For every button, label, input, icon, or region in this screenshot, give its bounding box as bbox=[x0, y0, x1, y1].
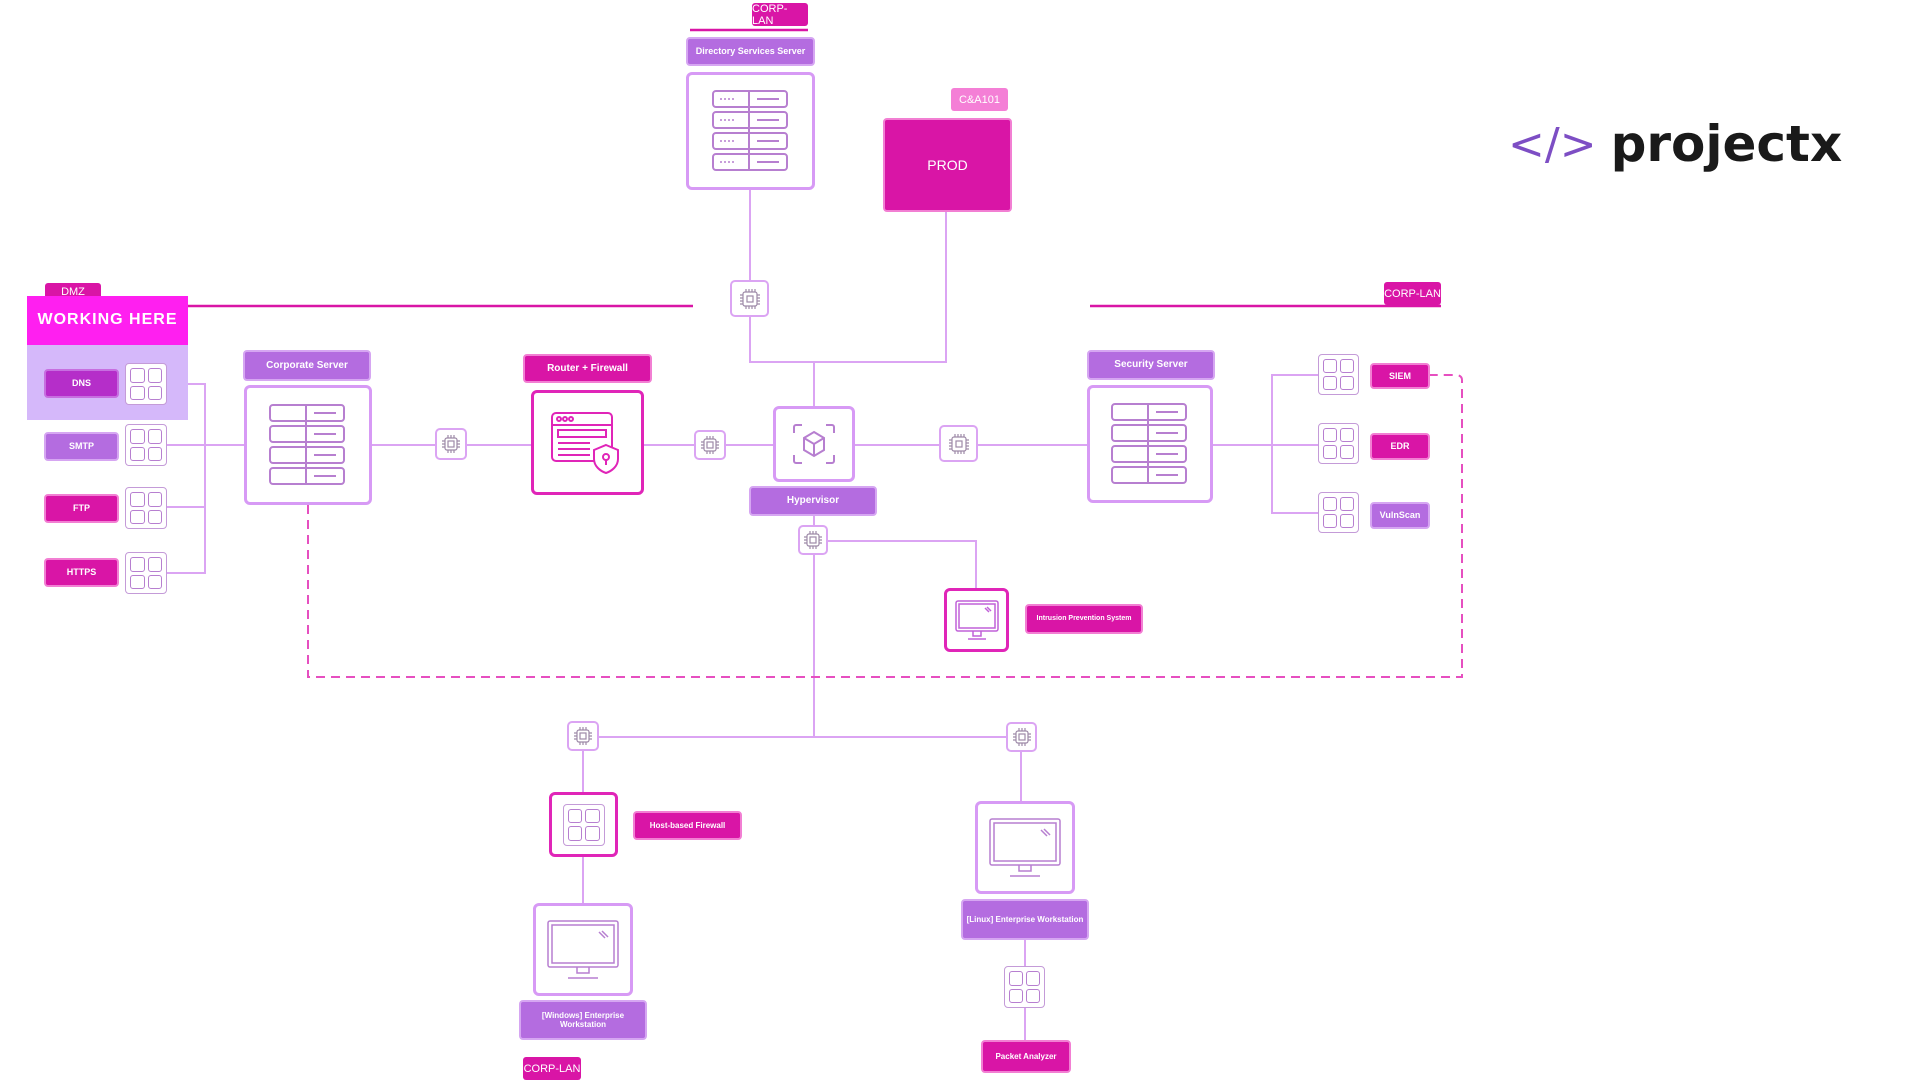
app-grid-icon bbox=[1318, 423, 1359, 464]
cube-icon bbox=[793, 424, 835, 464]
network-chip-router[interactable] bbox=[694, 430, 726, 460]
browser-shield-icon bbox=[550, 411, 619, 474]
directory-services-server[interactable] bbox=[686, 72, 815, 190]
security-server-label: Security Server bbox=[1087, 350, 1215, 380]
corp-lan-tag-bottom: CORP-LAN bbox=[523, 1057, 581, 1080]
server-rack-icon bbox=[269, 404, 345, 485]
chip-icon bbox=[739, 288, 760, 309]
dashed-monitoring-link bbox=[307, 374, 1463, 678]
working-here-banner: WORKING HERE bbox=[27, 296, 188, 345]
security-server[interactable] bbox=[1087, 385, 1213, 503]
dns-service[interactable]: DNS bbox=[44, 369, 119, 398]
corp-lan-tag-top: CORP-LAN bbox=[752, 3, 808, 27]
directory-services-label: Directory Services Server bbox=[686, 37, 815, 66]
app-grid-icon bbox=[562, 803, 605, 846]
app-grid-icon bbox=[1318, 354, 1359, 395]
edr-tool[interactable]: EDR bbox=[1370, 433, 1430, 460]
windows-workstation-label: [Windows] Enterprise Workstation bbox=[519, 1000, 647, 1040]
code-brackets-icon: </> bbox=[1508, 118, 1597, 170]
chip-icon bbox=[574, 727, 592, 745]
server-rack-icon bbox=[711, 90, 788, 171]
siem-tool[interactable]: SIEM bbox=[1370, 363, 1430, 389]
smtp-service[interactable]: SMTP bbox=[44, 432, 119, 461]
hypervisor-label: Hypervisor bbox=[749, 486, 877, 516]
app-grid-icon bbox=[125, 424, 167, 466]
network-chip-directory[interactable] bbox=[730, 280, 769, 317]
intrusion-prevention-system[interactable] bbox=[944, 588, 1009, 652]
chip-icon bbox=[948, 433, 969, 454]
network-chip-windows[interactable] bbox=[567, 721, 599, 751]
network-chip-hypervisor[interactable] bbox=[798, 525, 828, 555]
corporate-server[interactable] bbox=[244, 385, 372, 505]
https-service[interactable]: HTTPS bbox=[44, 558, 119, 587]
network-chip-corporate[interactable] bbox=[435, 428, 467, 460]
link-chip-ips bbox=[828, 540, 977, 588]
logo-text: projectx bbox=[1610, 115, 1843, 173]
corp-lan-tag-right: CORP-LAN bbox=[1384, 282, 1441, 305]
ips-label: Intrusion Prevention System bbox=[1025, 604, 1143, 634]
vulnscan-tool[interactable]: VulnScan bbox=[1370, 502, 1430, 529]
chip-icon bbox=[804, 531, 822, 549]
host-based-firewall[interactable] bbox=[549, 792, 618, 857]
windows-workstation[interactable] bbox=[533, 903, 633, 996]
ftp-service[interactable]: FTP bbox=[44, 494, 119, 523]
app-grid-icon bbox=[125, 363, 167, 405]
router-firewall[interactable] bbox=[531, 390, 644, 495]
packet-analyzer[interactable]: Packet Analyzer bbox=[981, 1040, 1071, 1073]
prod-zone-tag: C&A101 bbox=[951, 88, 1008, 111]
app-grid-icon bbox=[125, 487, 167, 529]
projectx-logo: </> projectx bbox=[1508, 115, 1842, 173]
app-grid-icon bbox=[125, 552, 167, 594]
server-rack-icon bbox=[1111, 403, 1187, 484]
link-chip-prod bbox=[749, 212, 947, 363]
app-grid-icon bbox=[1318, 492, 1359, 533]
router-firewall-label: Router + Firewall bbox=[523, 354, 652, 383]
chip-icon bbox=[442, 435, 460, 453]
hypervisor[interactable] bbox=[773, 406, 855, 482]
monitor-icon bbox=[989, 817, 1061, 877]
host-based-firewall-label: Host-based Firewall bbox=[633, 811, 742, 840]
monitor-icon bbox=[547, 919, 619, 979]
linux-workstation[interactable] bbox=[975, 801, 1075, 894]
corporate-server-label: Corporate Server bbox=[243, 350, 371, 381]
chip-icon bbox=[1012, 728, 1031, 746]
network-chip-security[interactable] bbox=[939, 425, 978, 462]
chip-icon bbox=[701, 436, 719, 454]
app-grid-icon bbox=[1004, 966, 1045, 1008]
linux-workstation-label: [Linux] Enterprise Workstation bbox=[961, 899, 1089, 940]
monitor-icon bbox=[954, 600, 999, 640]
prod-environment[interactable]: PROD bbox=[883, 118, 1012, 212]
network-chip-linux[interactable] bbox=[1006, 722, 1037, 752]
